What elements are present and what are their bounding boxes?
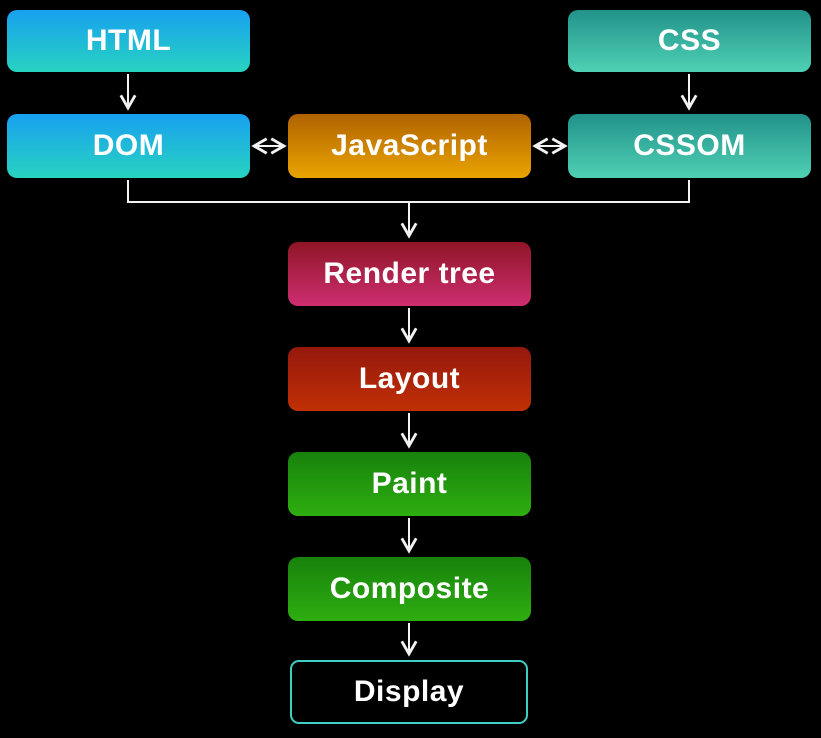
node-dom-label: DOM <box>92 129 165 162</box>
node-render-tree: Render tree <box>288 242 531 306</box>
node-display-label: Display <box>353 675 465 708</box>
node-css: CSS <box>568 10 811 72</box>
node-css-label: CSS <box>657 24 722 57</box>
connector-dom-cssom-merge <box>127 180 690 203</box>
node-html: HTML <box>7 10 250 72</box>
node-dom: DOM <box>7 114 250 178</box>
node-composite: Composite <box>288 557 531 621</box>
node-composite-label: Composite <box>329 572 490 605</box>
node-javascript: JavaScript <box>288 114 531 178</box>
node-html-label: HTML <box>85 24 172 57</box>
node-render-tree-label: Render tree <box>323 257 496 290</box>
node-paint: Paint <box>288 452 531 516</box>
node-layout: Layout <box>288 347 531 411</box>
node-javascript-label: JavaScript <box>331 129 488 162</box>
node-cssom: CSSOM <box>568 114 811 178</box>
node-display: Display <box>290 660 528 724</box>
node-layout-label: Layout <box>358 362 461 395</box>
node-paint-label: Paint <box>371 467 448 500</box>
node-cssom-label: CSSOM <box>633 129 746 162</box>
